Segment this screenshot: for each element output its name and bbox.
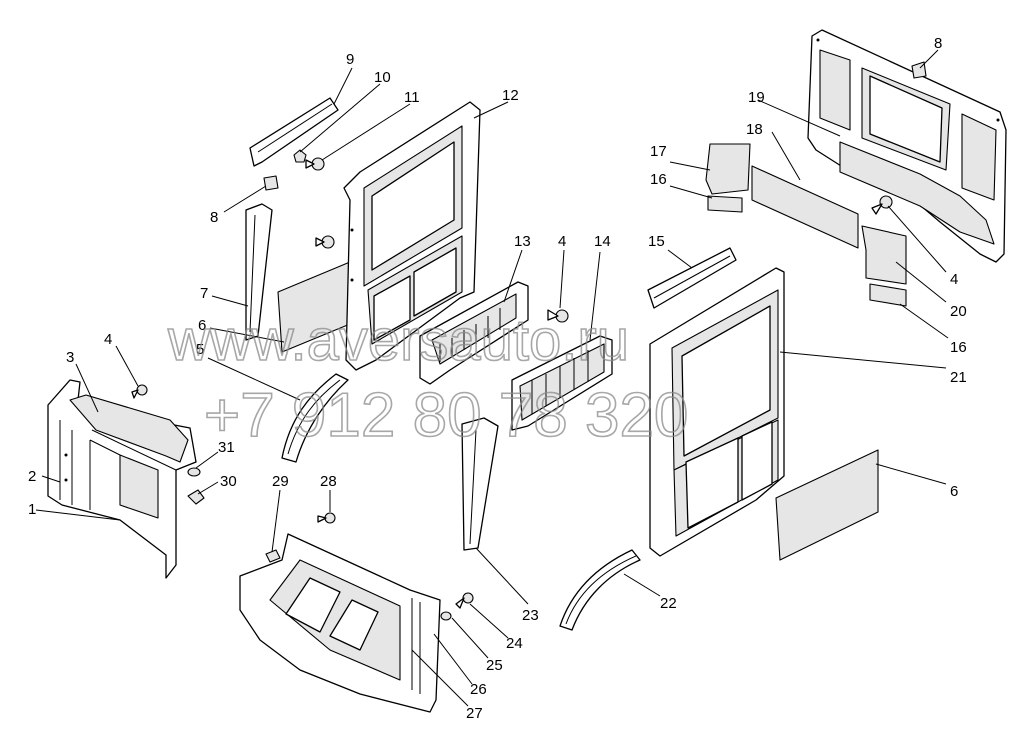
callout-7: 7: [200, 285, 208, 302]
part-insulation-pad-right: [775, 449, 879, 561]
leader-lines: [35, 49, 949, 707]
part-left-side-panel: [47, 379, 197, 579]
part-floor-tray: [239, 533, 441, 713]
part-duct-13: [419, 281, 529, 385]
callout-27: 27: [466, 705, 483, 722]
callout-14: 14: [594, 233, 611, 250]
callout-25: 25: [486, 657, 503, 674]
watermark-url: www.aversauto.ru: [167, 308, 629, 373]
part-rear-wall-19: [807, 29, 1007, 263]
callout-8-left: 8: [210, 209, 218, 226]
callout-2: 2: [28, 468, 36, 485]
part-washer-25: [440, 611, 452, 621]
callout-29: 29: [272, 473, 289, 490]
callout-9: 9: [346, 51, 354, 68]
watermark-phone: +7 912 80 78 320: [204, 381, 688, 450]
part-screw-left-panel: [315, 235, 335, 249]
part-screw-right: [871, 195, 893, 215]
callout-24: 24: [506, 635, 523, 652]
part-nut-29: [265, 549, 281, 563]
callout-8-right: 8: [934, 35, 942, 52]
callout-1: 1: [28, 501, 36, 518]
part-bracket-15: [647, 247, 737, 309]
part-screw-11: [305, 157, 325, 171]
callout-3: 3: [66, 349, 74, 366]
part-pad-20: [861, 225, 907, 285]
part-pillar-23: [461, 417, 499, 551]
callout-4-right: 4: [950, 271, 958, 288]
part-washer-31: [187, 467, 201, 477]
part-screw-28: [317, 512, 336, 524]
callout-4-left: 4: [104, 331, 112, 348]
part-nut-30: [187, 489, 205, 505]
part-vertical-strip-left: [245, 203, 273, 341]
callout-10: 10: [374, 69, 391, 86]
part-screw-center: [547, 309, 569, 323]
callout-5: 5: [196, 341, 204, 358]
callout-15: 15: [648, 233, 665, 250]
part-door-panel-12: [343, 101, 481, 371]
callout-16-left: 16: [650, 171, 667, 188]
part-pad-16-left: [707, 195, 743, 213]
callout-31: 31: [218, 439, 235, 456]
part-pad-18: [751, 165, 859, 249]
callout-6-right: 6: [950, 483, 958, 500]
callout-17: 17: [650, 143, 667, 160]
part-arch-trim-22: [559, 549, 641, 631]
callout-26: 26: [470, 681, 487, 698]
part-screw-24: [455, 592, 474, 609]
callout-30: 30: [220, 473, 237, 490]
callout-19: 19: [748, 89, 765, 106]
watermark: www.aversauto.ru +7 912 80 78 320: [166, 307, 689, 451]
part-screw-left: [131, 384, 148, 399]
part-vent-panel-14: [511, 335, 613, 431]
callout-4-center: 4: [558, 233, 566, 250]
part-arch-trim-5: [281, 373, 349, 463]
callout-28: 28: [320, 473, 337, 490]
callout-16-right: 16: [950, 339, 967, 356]
callout-6-left: 6: [198, 317, 206, 334]
part-bracket-strip: [249, 97, 339, 167]
callout-21: 21: [950, 369, 967, 386]
part-pad-16-right: [869, 283, 907, 307]
callout-numbers: 2 1 3 4 5 6 7 8 9 10 11 12 13 4 14 15 17…: [28, 35, 967, 722]
callout-20: 20: [950, 303, 967, 320]
part-small-nut: [293, 149, 307, 163]
part-clip-left: [263, 175, 279, 191]
callout-13: 13: [514, 233, 531, 250]
callout-22: 22: [660, 595, 677, 612]
part-pad-17: [705, 143, 751, 195]
callout-23: 23: [522, 607, 539, 624]
callout-12: 12: [502, 87, 519, 104]
part-side-panel-21: [649, 267, 785, 557]
callout-18: 18: [746, 121, 763, 138]
callout-11: 11: [404, 89, 420, 106]
